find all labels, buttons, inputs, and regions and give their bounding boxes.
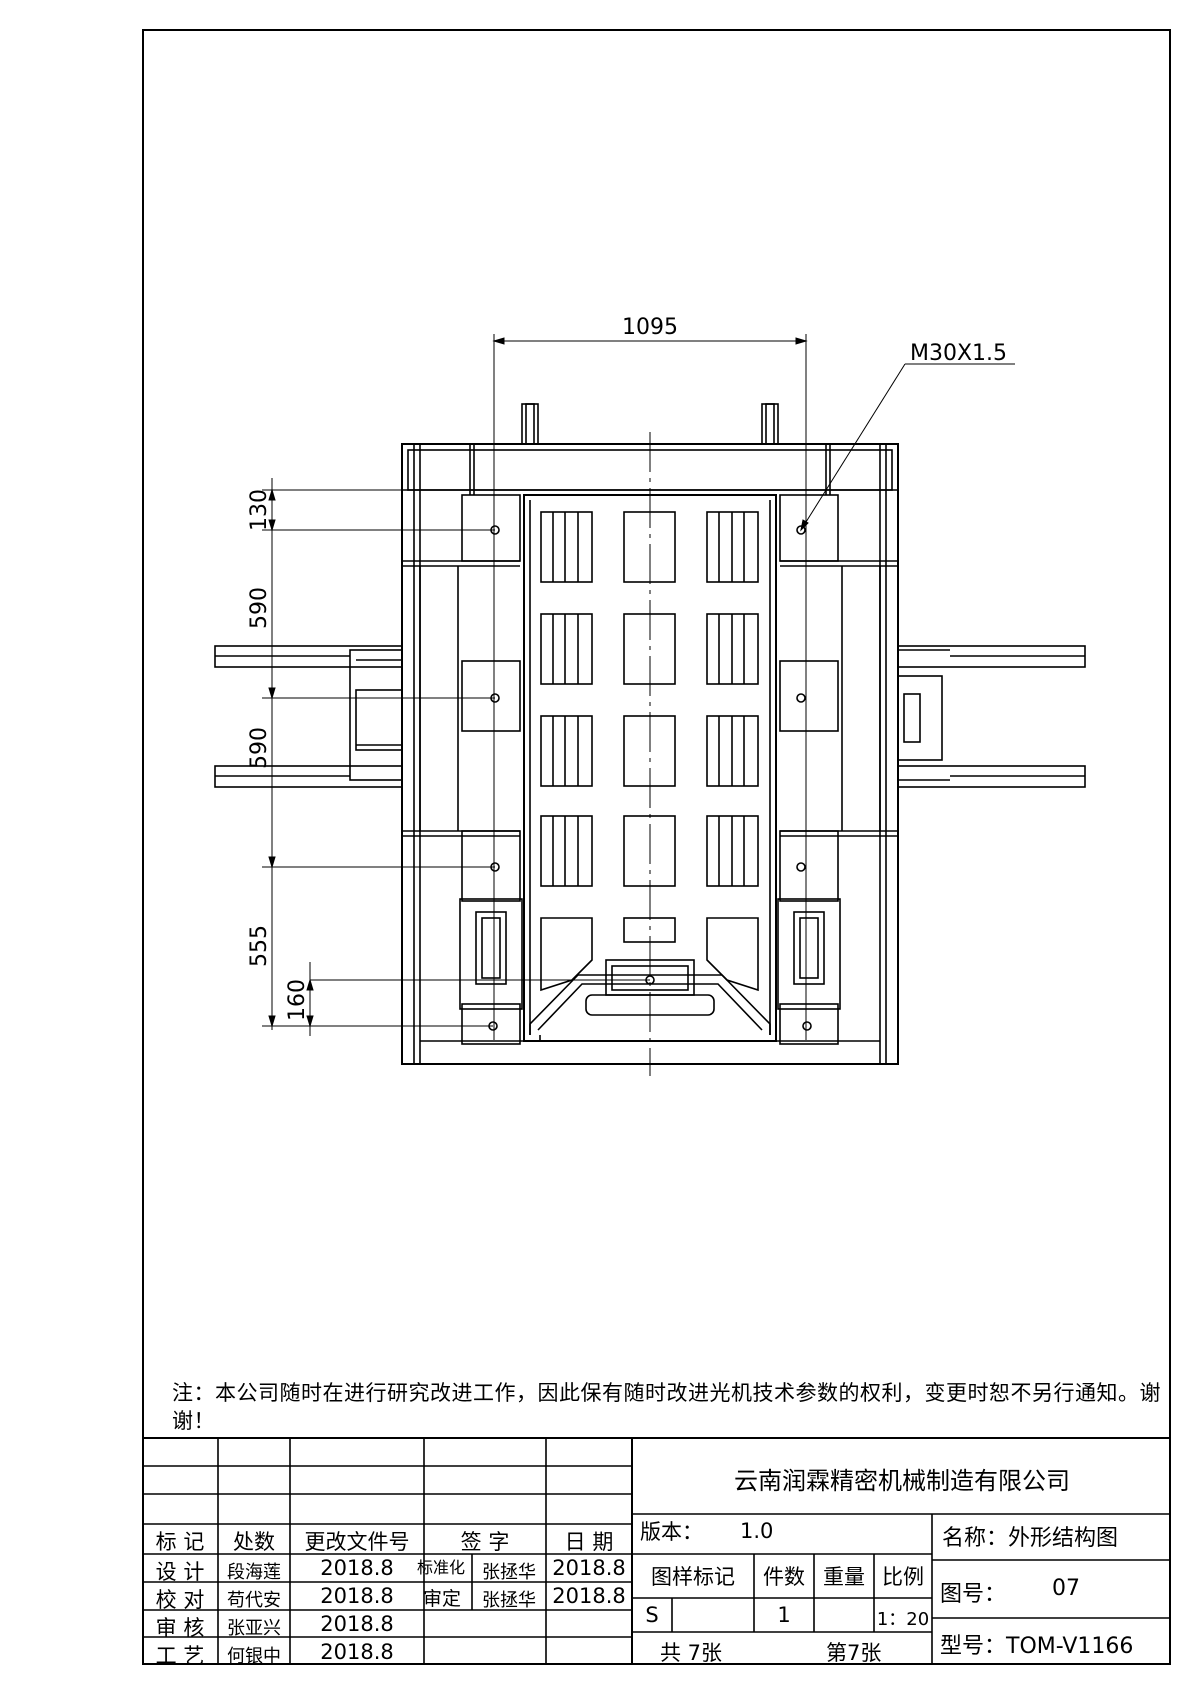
vertical-dimensions [262, 478, 650, 1036]
dim-thread-text: M30X1.5 [910, 341, 1007, 366]
std-label: 标准化 [416, 1558, 465, 1577]
qty-value: 1 [777, 1603, 791, 1627]
qty-header: 件数 [763, 1565, 805, 1589]
design-date: 2018.8 [320, 1556, 394, 1580]
company-name: 云南润霖精密机械制造有限公司 [734, 1467, 1070, 1495]
model-number: 型号：TOM-V1166 [940, 1634, 1134, 1659]
right-rails [897, 645, 1086, 788]
header-mark: 标 记 [155, 1530, 205, 1554]
dim-590a-text: 590 [247, 587, 272, 629]
dimension-1095 [492, 334, 808, 1040]
dim-1095-text: 1095 [622, 315, 678, 340]
header-doc: 更改文件号 [304, 1530, 410, 1554]
process-label: 工 艺 [155, 1644, 205, 1668]
std-name: 张拯华 [482, 1562, 536, 1583]
review-name: 张亚兴 [227, 1618, 281, 1639]
review-date: 2018.8 [320, 1612, 394, 1636]
header-date: 日 期 [564, 1530, 614, 1554]
drawing-name: 名称：外形结构图 [942, 1526, 1119, 1551]
drawing-border [142, 29, 1171, 1665]
dim-555-text: 555 [247, 925, 272, 967]
sheet-number: 第7张 [826, 1641, 882, 1665]
approve-date: 2018.8 [552, 1584, 626, 1608]
std-date: 2018.8 [552, 1556, 626, 1580]
scale-header: 比例 [882, 1565, 924, 1589]
version-value: 1.0 [740, 1519, 774, 1543]
drawing-number-label: 图号： [940, 1582, 1007, 1607]
scale-value: 1：20 [876, 1609, 930, 1630]
header-count: 处数 [233, 1530, 275, 1554]
sample-mark-value: S [645, 1603, 659, 1627]
left-rails [214, 645, 403, 788]
drawing-number-value: 07 [1052, 1576, 1080, 1601]
design-label: 设 计 [155, 1560, 205, 1584]
header-sign: 签 字 [460, 1530, 510, 1554]
dim-160-text: 160 [285, 979, 310, 1021]
total-sheets: 共 7张 [660, 1641, 723, 1665]
thread-leader [800, 363, 1015, 532]
process-name: 何银中 [227, 1646, 281, 1667]
dim-590b-text: 590 [247, 727, 272, 769]
approve-label: 审定 [422, 1588, 461, 1610]
process-date: 2018.8 [320, 1640, 394, 1664]
approve-name: 张拯华 [482, 1590, 536, 1611]
version-label: 版本： [640, 1520, 703, 1544]
revision-note: 注：本公司随时在进行研究改进工作，因此保有随时改进光机技术参数的权利，变更时恕不… [172, 1381, 1161, 1433]
dim-130-text: 130 [247, 489, 272, 531]
sample-mark-header: 图样标记 [651, 1565, 735, 1589]
bolt-holes [488, 525, 812, 1031]
check-name: 苟代安 [227, 1590, 281, 1611]
review-label: 审 核 [155, 1616, 205, 1640]
check-date: 2018.8 [320, 1584, 394, 1608]
weight-header: 重量 [823, 1565, 865, 1589]
check-label: 校 对 [155, 1588, 205, 1612]
design-name: 段海莲 [227, 1562, 281, 1583]
